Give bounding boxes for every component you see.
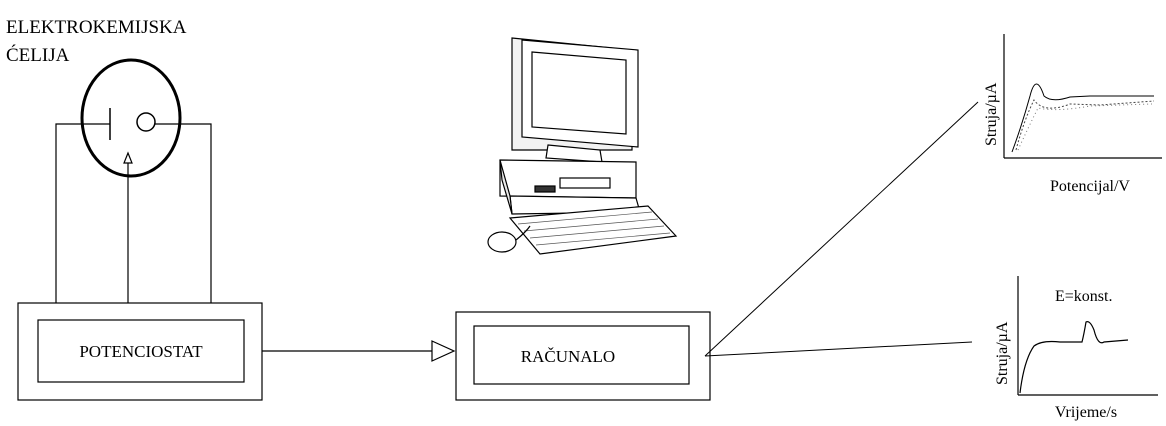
chronoamperogram-ylabel: Struja/µA xyxy=(994,321,1011,385)
signal-arrowhead xyxy=(431,340,456,362)
output-lines xyxy=(704,101,979,357)
desktop-computer-icon xyxy=(487,37,678,255)
voltammogram-curve xyxy=(1011,83,1155,153)
reference-arrowhead xyxy=(123,151,133,164)
voltammogram-noise xyxy=(1017,103,1153,151)
disk-drive xyxy=(559,177,611,189)
monitor-screen xyxy=(531,51,627,135)
cell-label-line2: ĆELIJA xyxy=(6,44,70,66)
electrochemical-cell xyxy=(55,58,212,303)
voltammogram-xlabel: Potencijal/V xyxy=(1050,178,1130,195)
signal-connection xyxy=(262,340,456,362)
chronoamperogram-curve xyxy=(1019,321,1129,394)
line-to-chronoamperogram xyxy=(704,341,973,357)
wire-left xyxy=(55,123,110,303)
potentiostat-inner xyxy=(37,319,245,383)
wire-right xyxy=(155,123,212,303)
system-unit-side xyxy=(499,159,513,215)
potentiostat-label: POTENCIOSTAT xyxy=(79,342,203,361)
voltammogram-ylabel: Struja/µA xyxy=(983,82,1000,146)
line-to-voltammogram xyxy=(704,101,979,357)
cell-circle xyxy=(80,58,182,178)
computer-box-label: RAČUNALO xyxy=(521,347,615,366)
voltammogram-plot: Struja/µA Potencijal/V xyxy=(983,34,1162,195)
computer-box-inner xyxy=(473,325,690,385)
chronoamperogram-annotation: E=konst. xyxy=(1055,288,1112,305)
power-button xyxy=(534,185,556,193)
electrode-circle xyxy=(136,112,156,132)
voltammogram-reverse-scan xyxy=(1015,99,1155,151)
keyboard-keys xyxy=(517,211,671,246)
voltammogram-forward-scan xyxy=(1011,83,1154,153)
chronoamperogram-xlabel: Vrijeme/s xyxy=(1055,404,1117,421)
chronoamperogram-plot: Struja/µA E=konst. Vrijeme/s xyxy=(994,276,1158,421)
cell-label-line1: ELEKTROKEMIJSKA xyxy=(6,17,187,38)
keyboard xyxy=(508,205,678,255)
mouse xyxy=(487,231,517,253)
mouse-cable xyxy=(515,225,531,241)
